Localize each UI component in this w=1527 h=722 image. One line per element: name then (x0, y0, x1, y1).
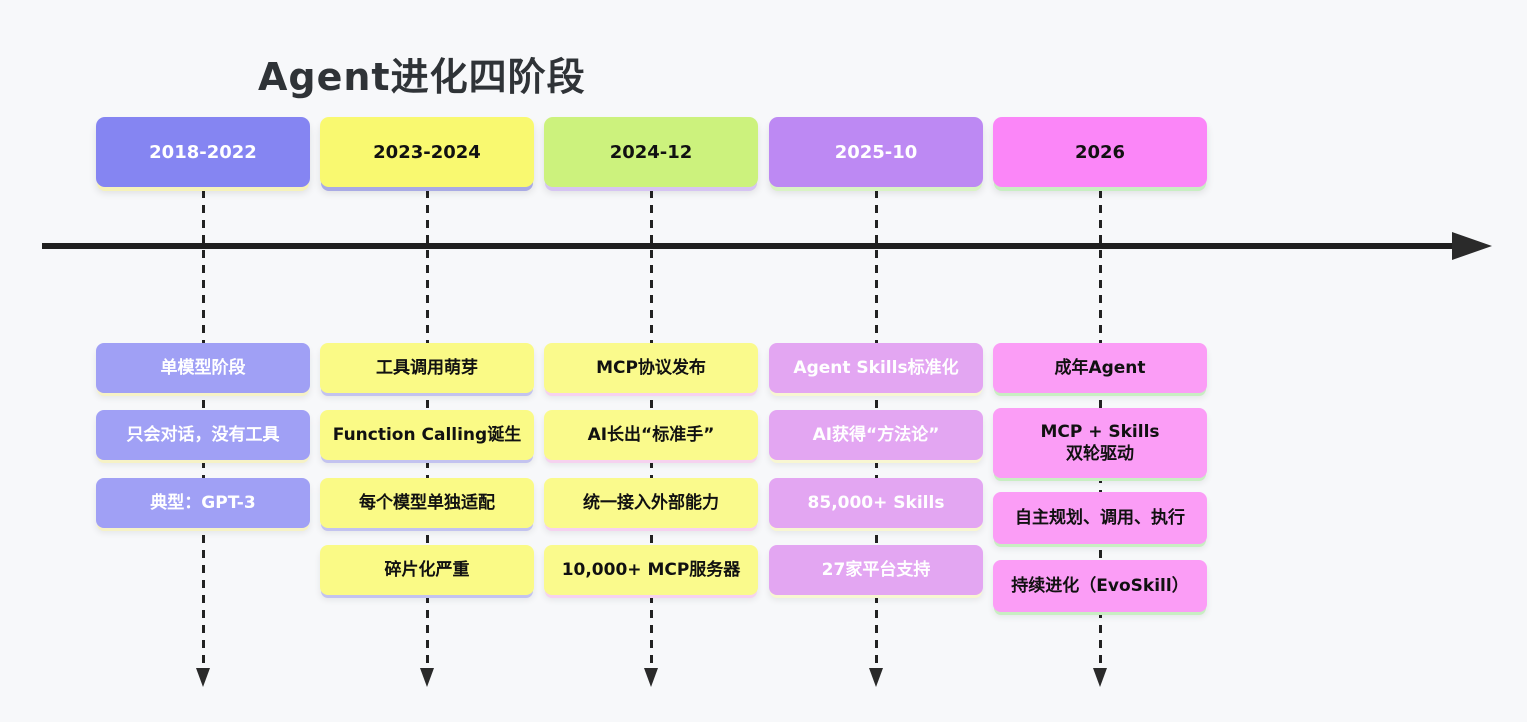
page-title: Agent进化四阶段 (258, 55, 586, 99)
stage-item: AI获得“方法论” (769, 410, 983, 460)
down-arrowhead-icon (420, 668, 434, 687)
stage-item-label: 工具调用萌芽 (376, 357, 478, 378)
stage-item-label: 持续进化（EvoSkill） (1011, 575, 1189, 596)
stage-item-label: 27家平台支持 (821, 559, 931, 580)
stage-item-label: 成年Agent (1054, 357, 1146, 378)
timeline-axis (42, 243, 1454, 249)
stage-item-label: Function Calling诞生 (332, 424, 522, 445)
period-header: 2018-2022 (96, 117, 310, 187)
stage-item-label: 只会对话，没有工具 (126, 424, 280, 445)
stage-item: 碎片化严重 (320, 545, 534, 595)
timeline-column-2024-12: 2024-12 MCP协议发布 AI长出“标准手” 统一接入外部能力 10,00… (544, 0, 758, 722)
stage-item-label: Agent Skills标准化 (793, 357, 959, 378)
stage-item: 工具调用萌芽 (320, 343, 534, 393)
stage-item: 单模型阶段 (96, 343, 310, 393)
stage-item-label: 统一接入外部能力 (583, 492, 719, 513)
stage-item: Function Calling诞生 (320, 410, 534, 460)
stage-item: MCP + Skills 双轮驱动 (993, 408, 1207, 478)
stage-item: 持续进化（EvoSkill） (993, 560, 1207, 612)
stage-item: AI长出“标准手” (544, 410, 758, 460)
stage-item: 成年Agent (993, 343, 1207, 393)
period-label: 2023-2024 (373, 141, 481, 163)
stage-item: 每个模型单独适配 (320, 478, 534, 528)
stage-item-label: MCP协议发布 (596, 357, 706, 378)
timeline-column-2023-2024: 2023-2024 工具调用萌芽 Function Calling诞生 每个模型… (320, 0, 534, 722)
stage-item: 典型：GPT-3 (96, 478, 310, 528)
stage-item: 10,000+ MCP服务器 (544, 545, 758, 595)
stage-item: Agent Skills标准化 (769, 343, 983, 393)
down-arrowhead-icon (644, 668, 658, 687)
stage-item: 自主规划、调用、执行 (993, 492, 1207, 544)
stage-item-label: 10,000+ MCP服务器 (561, 559, 741, 580)
period-label: 2024-12 (609, 141, 693, 163)
stage-item-label: 碎片化严重 (384, 559, 470, 580)
stage-item-label: 每个模型单独适配 (359, 492, 495, 513)
stage-item-label: 自主规划、调用、执行 (1015, 507, 1185, 528)
timeline-column-2018-2022: 2018-2022 单模型阶段 只会对话，没有工具 典型：GPT-3 (96, 0, 310, 722)
down-arrowhead-icon (869, 668, 883, 687)
stage-item: 27家平台支持 (769, 545, 983, 595)
stage-item: 只会对话，没有工具 (96, 410, 310, 460)
period-header: 2026 (993, 117, 1207, 187)
period-label: 2026 (1074, 141, 1126, 163)
period-header: 2025-10 (769, 117, 983, 187)
period-header: 2023-2024 (320, 117, 534, 187)
stage-item-label: MCP + Skills 双轮驱动 (1040, 421, 1160, 464)
stage-item-label: 85,000+ Skills (807, 492, 945, 513)
period-label: 2025-10 (834, 141, 918, 163)
period-label: 2018-2022 (149, 141, 257, 163)
stage-item: MCP协议发布 (544, 343, 758, 393)
stage-item-label: AI长出“标准手” (587, 424, 715, 445)
stage-item-label: 典型：GPT-3 (150, 492, 256, 513)
timeline-column-2026: 2026 成年Agent MCP + Skills 双轮驱动 自主规划、调用、执… (993, 0, 1207, 722)
timeline-arrowhead-icon (1452, 232, 1492, 260)
down-arrowhead-icon (1093, 668, 1107, 687)
stage-item: 85,000+ Skills (769, 478, 983, 528)
down-arrowhead-icon (196, 668, 210, 687)
stage-item-label: 单模型阶段 (160, 357, 246, 378)
period-header: 2024-12 (544, 117, 758, 187)
stage-item: 统一接入外部能力 (544, 478, 758, 528)
timeline-column-2025-10: 2025-10 Agent Skills标准化 AI获得“方法论” 85,000… (769, 0, 983, 722)
stage-item-label: AI获得“方法论” (812, 424, 940, 445)
